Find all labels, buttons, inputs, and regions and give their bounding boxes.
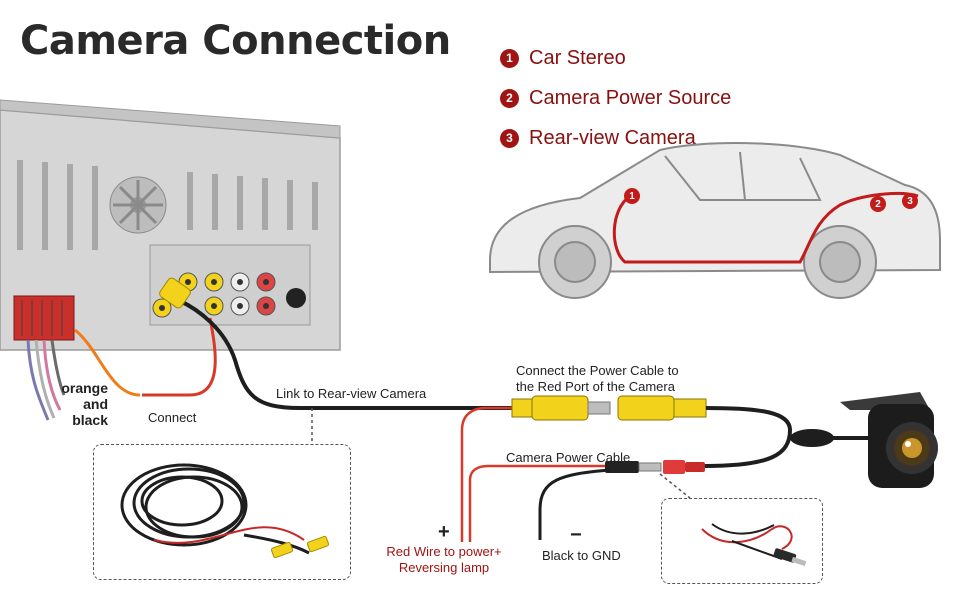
red-wire-label: Red Wire to power+ Reversing lamp bbox=[376, 544, 512, 576]
extension-cable-icon bbox=[120, 463, 330, 559]
camera-power-cable-label: Camera Power Cable bbox=[506, 450, 631, 465]
red-wire-label-line: Reversing lamp bbox=[398, 560, 490, 575]
power-connector-pair bbox=[605, 460, 705, 474]
plus-sign: + bbox=[438, 521, 450, 543]
legend-item-rear-view-camera: 3 Rear-view Camera bbox=[500, 118, 731, 158]
car-stereo-unit bbox=[0, 99, 341, 351]
car-illustration bbox=[489, 142, 941, 299]
power-cable-instruction-label: Connect the Power Cable to the Red Port … bbox=[516, 363, 679, 395]
page-title: Camera Connection bbox=[20, 18, 451, 64]
orange-black-label-line: black bbox=[72, 412, 108, 428]
instruction-line: the Red Port of the Camera bbox=[516, 379, 675, 394]
power-cable-icon bbox=[701, 523, 807, 567]
red-wire-label-line: Red Wire to power+ bbox=[386, 544, 502, 559]
orange-black-label-line: orange bbox=[61, 380, 108, 396]
orange-black-label-line: and bbox=[83, 396, 108, 412]
legend: 1 Car Stereo 2 Camera Power Source 3 Rea… bbox=[500, 38, 731, 158]
minus-sign: − bbox=[570, 524, 582, 546]
orange-black-label: orange and black bbox=[50, 380, 108, 428]
legend-label: Rear-view Camera bbox=[529, 126, 696, 149]
connect-label: Connect bbox=[148, 410, 197, 425]
legend-item-camera-power-source: 2 Camera Power Source bbox=[500, 78, 731, 118]
car-wiring-route bbox=[612, 191, 919, 264]
legend-label: Camera Power Source bbox=[529, 86, 732, 109]
power-cable-inset bbox=[661, 498, 823, 584]
legend-label: Car Stereo bbox=[529, 46, 626, 69]
car-marker-3: 3 bbox=[902, 193, 918, 209]
extension-cable-inset bbox=[93, 444, 351, 580]
legend-number: 1 bbox=[500, 48, 519, 68]
legend-number: 3 bbox=[500, 128, 519, 148]
link-label: Link to Rear-view Camera bbox=[276, 386, 427, 401]
harness-wires bbox=[26, 339, 66, 421]
legend-item-car-stereo: 1 Car Stereo bbox=[500, 38, 731, 78]
black-gnd-label: Black to GND bbox=[542, 548, 621, 563]
legend-number: 2 bbox=[500, 88, 519, 108]
instruction-line: Connect the Power Cable to bbox=[516, 363, 679, 378]
car-marker-2: 2 bbox=[870, 196, 886, 212]
rear-view-camera bbox=[840, 392, 938, 488]
rca-connector-pair bbox=[511, 395, 707, 421]
car-marker-1: 1 bbox=[624, 188, 640, 204]
